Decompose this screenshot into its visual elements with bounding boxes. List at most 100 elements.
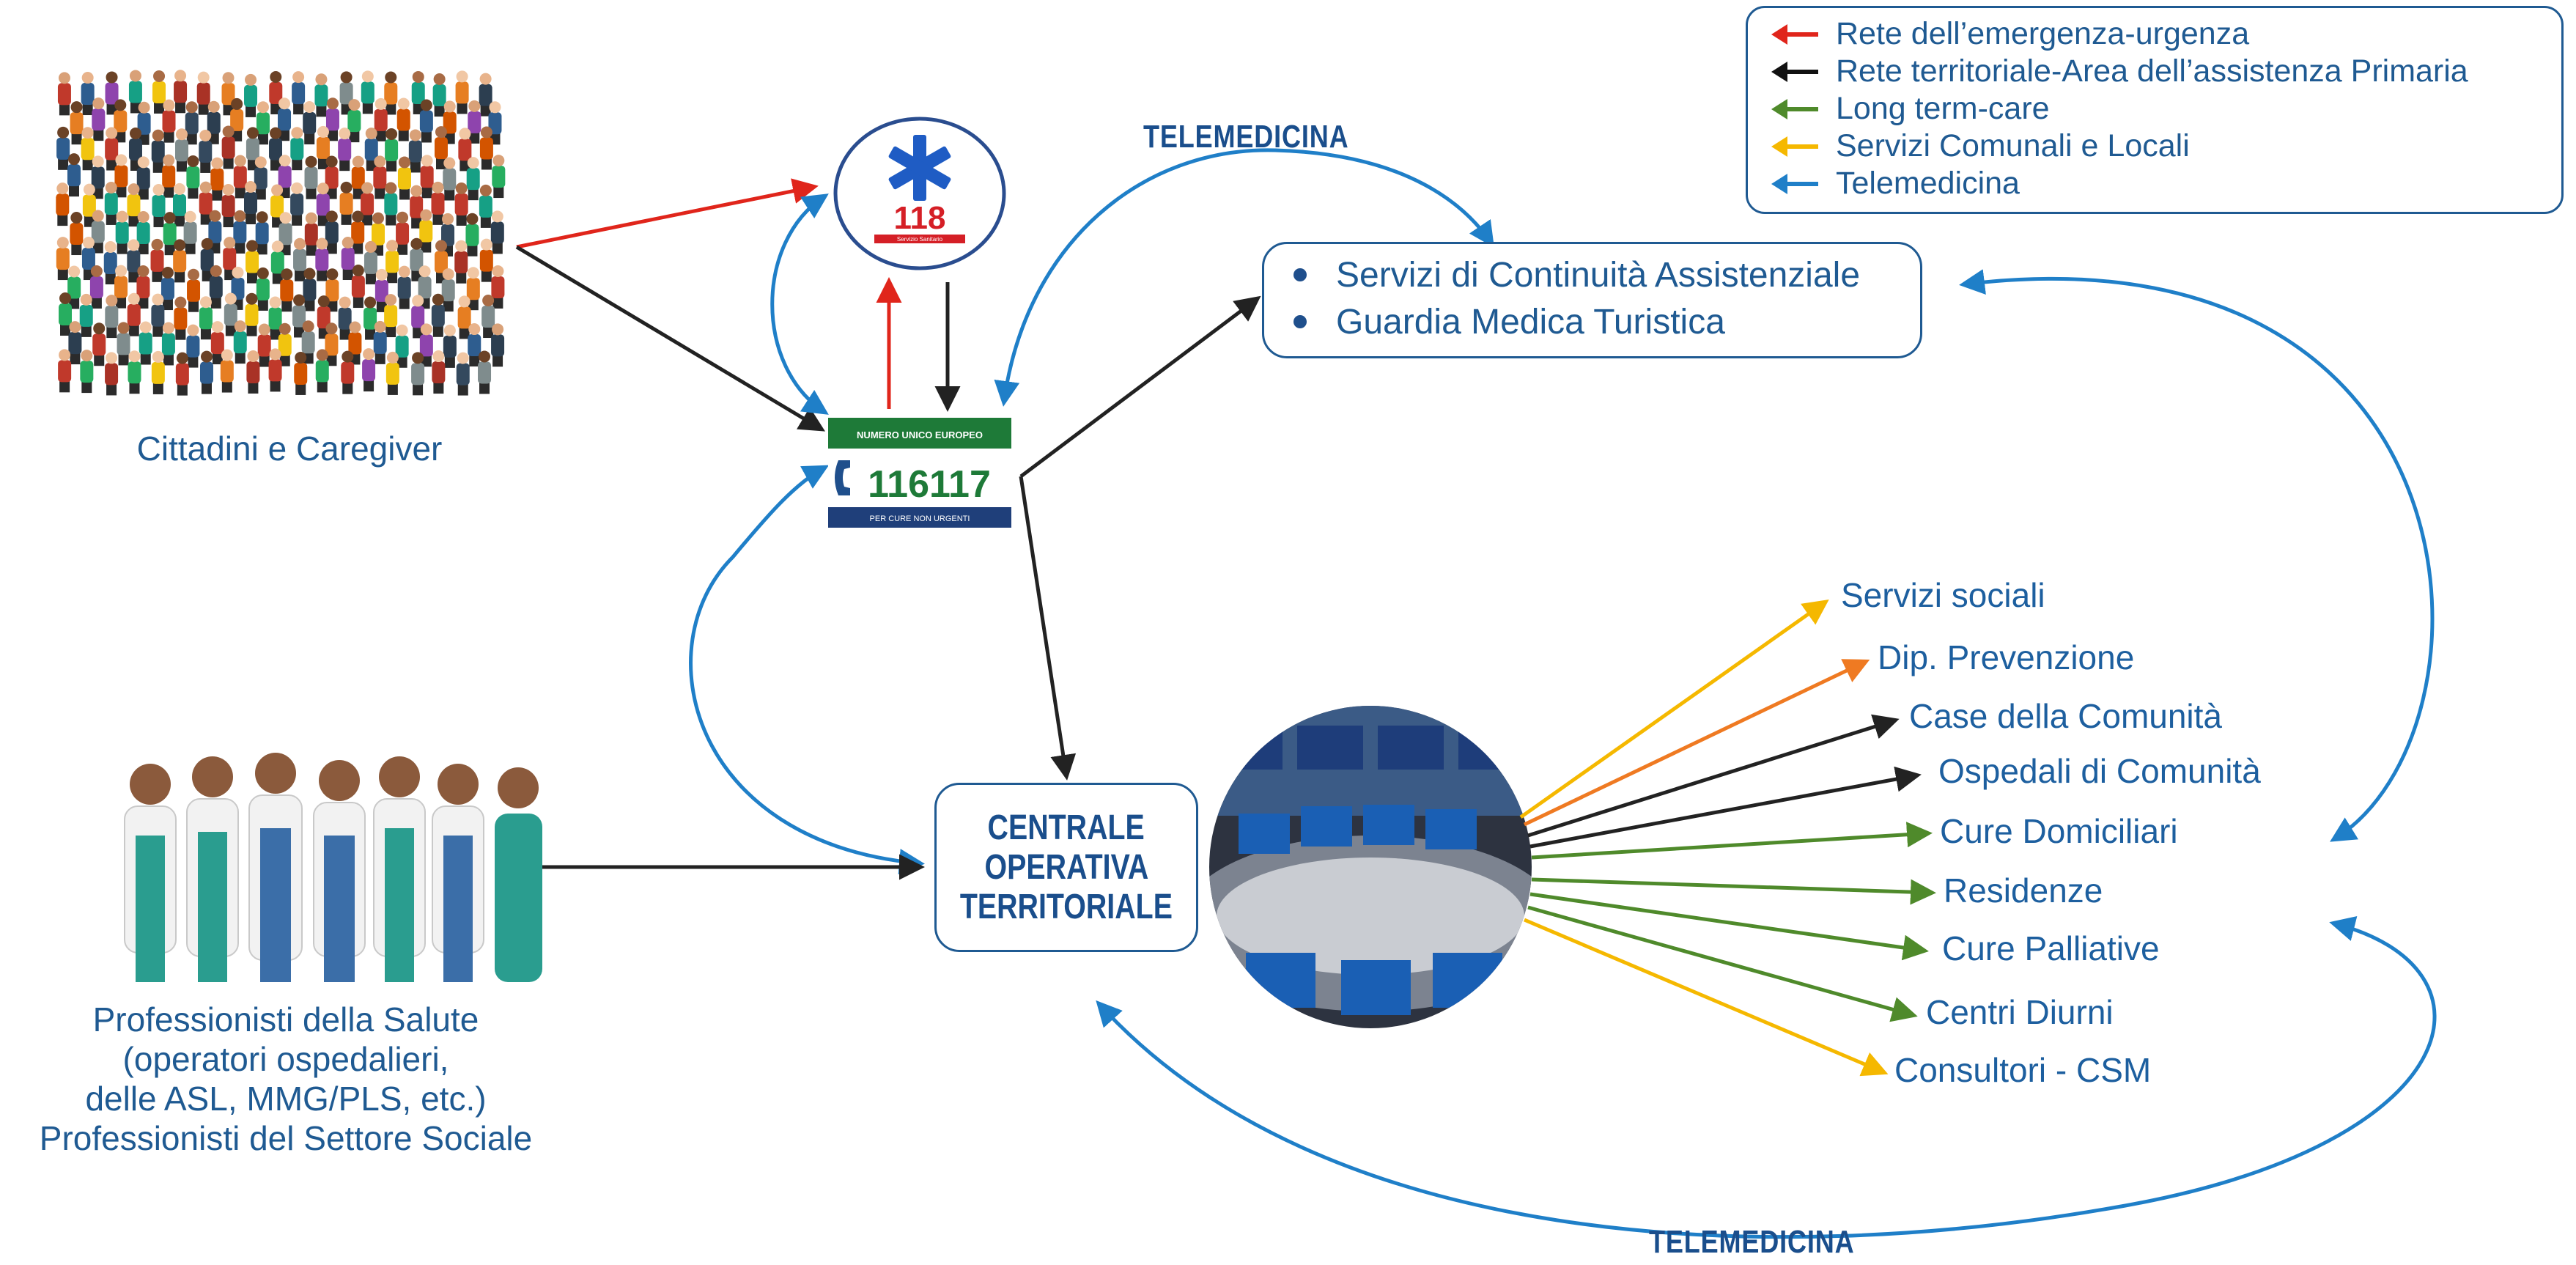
crowd-person [151,293,165,337]
arrow-citizens-to-118 [516,178,819,249]
logo-116117-number: 116117 [868,463,991,506]
crowd-person [270,184,284,228]
crowd-person [136,156,150,200]
legend-label: Rete territoriale-Area dell’assistenza P… [1836,54,2468,89]
crowd-person [408,129,422,173]
crowd-person [488,101,502,145]
crowd-person [268,348,282,392]
crowd-person [128,127,142,171]
crowd-person [351,210,365,254]
crowd-person [127,292,141,336]
destination-arrows [1519,599,1936,1077]
crowd-person [105,352,119,396]
arrow-dest-case-comunita [1527,714,1900,838]
bullet-icon [1293,268,1307,281]
bullet-icon [1293,315,1307,328]
crowd-person [362,348,376,392]
crowd-person [314,73,328,117]
crowd-person [478,350,492,394]
crowd-person [246,127,259,171]
crowd-person [325,97,339,141]
crowd-person [290,182,304,226]
crowd-person [341,350,355,394]
dest-consultori: Consultori - CSM [1894,1051,2152,1089]
crowd-person [278,97,292,141]
crowd-person [278,155,292,199]
dest-servizi-sociali: Servizi sociali [1841,576,2045,614]
crowd-person [443,100,457,144]
crowd-person [137,101,151,145]
red-arrow-icon [1771,23,1818,45]
crowd-person [338,296,352,340]
telemedicine-bottom-label: TELEMEDICINA [1649,1224,1855,1260]
crowd-person [68,321,82,365]
logo-116117: NUMERO UNICO EUROPEO 116117 PER CURE NON… [828,418,1011,528]
professionals-image [124,753,542,982]
crowd-person [397,265,411,309]
crowd-person [397,156,411,200]
legend-label: Long term-care [1836,91,2050,126]
crowd-person [269,127,283,171]
cot-label-line: TERRITORIALE [959,887,1173,926]
crowd-person [490,210,504,254]
crowd-person [454,182,468,226]
crowd-person [58,349,72,393]
crowd-person [351,265,365,309]
arrow-blue-right-loop [1959,269,2435,842]
dest-cure-domiciliari: Cure Domiciliari [1940,812,2178,850]
crowd-person [410,185,424,229]
crowd-person [150,238,164,282]
cot-label-line: CENTRALE [987,808,1145,847]
crowd-person [56,126,70,170]
crowd-person [325,322,339,366]
crowd-person [385,240,399,284]
crowd-person [257,323,271,367]
crowd-person [364,128,378,172]
logo-118: 118 Servizio Sanitario [832,115,1008,273]
crowd-person [418,265,432,309]
crowd-person [210,157,224,201]
crowd-person [465,213,479,257]
crowd-person [246,350,260,394]
crowd-person [127,239,141,283]
crowd-person [384,182,398,226]
yellow-arrow-icon [1771,136,1818,157]
crowd-person [373,320,387,364]
crowd-person [396,97,410,141]
crowd-person [384,71,398,115]
continuity-item-label: Guardia Medica Turistica [1336,302,1725,342]
crowd-person [373,155,387,199]
arrow-blue-118-116117 [770,193,829,415]
crowd-person [233,155,247,199]
crowd-person [339,181,353,225]
crowd-person [431,181,445,225]
crowd-person [175,352,189,396]
crowd-person [70,101,84,145]
crowd-person [82,183,96,227]
arrow-dest-cure-palliative [1529,892,1929,961]
crowd-person [163,212,177,256]
crowd-person [361,182,374,226]
crowd-person [256,101,270,145]
crowd-person [325,210,339,254]
crowd-person [294,351,308,395]
crowd-person [256,267,270,311]
crowd-person [220,349,234,393]
crowd-person [224,292,237,336]
crowd-person [128,350,141,394]
crowd-person [280,268,294,312]
crowd-person [292,71,306,115]
crowd-person [278,322,292,366]
crowd-person [160,267,174,311]
arrow-dest-consultori [1524,918,1889,1077]
professionals-label-line: (operatori ospedalieri, [122,1040,449,1078]
arrow-telemed-top [994,148,1494,407]
crowd-person [81,72,95,116]
crowd-person [456,352,470,396]
crowd-person [57,72,71,116]
crowd-person [199,129,213,173]
crowd-person [315,349,329,393]
legend-item-territorial: Rete territoriale-Area dell’assistenza P… [1770,53,2468,90]
crowd-person [221,184,235,228]
crowd-person [244,73,258,117]
